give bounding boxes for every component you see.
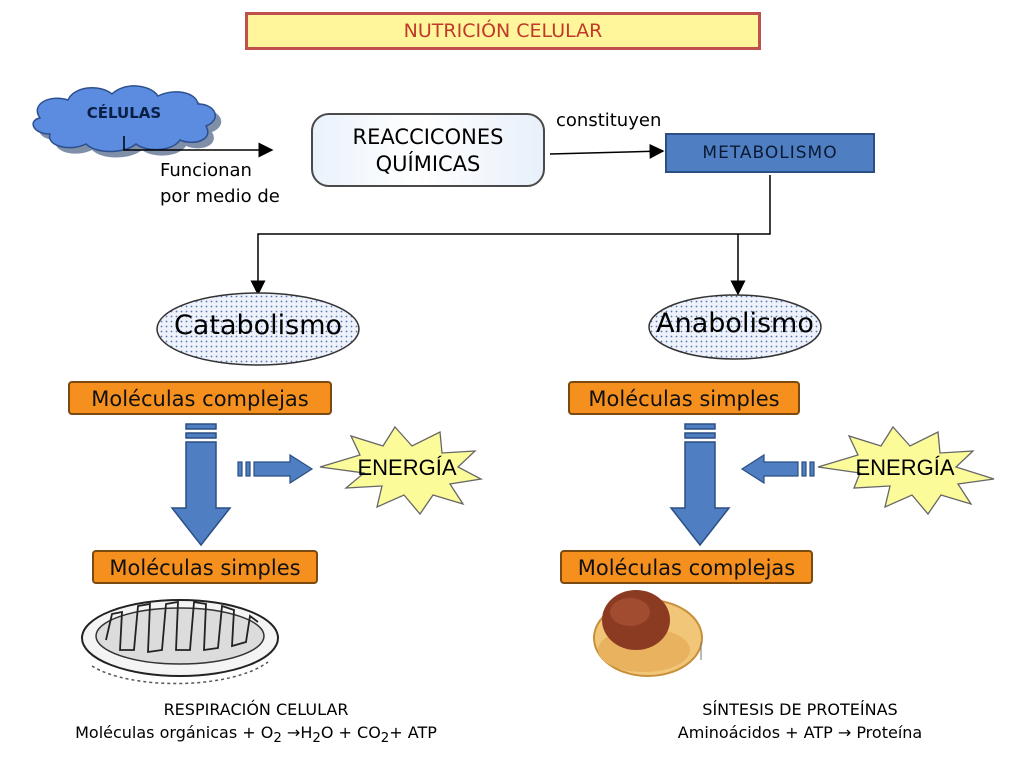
catabolism-input-box: Moléculas complejas xyxy=(68,381,332,415)
reactions-to-metabolism-arrow xyxy=(549,143,665,159)
function-label-line-1: Funcionan xyxy=(160,160,252,181)
reactions-label-line-1: REACCICONES xyxy=(352,125,504,149)
function-label: Funcionan por medio de xyxy=(160,158,280,210)
catabolism-caption: RESPIRACIÓN CELULAR Moléculas orgánicas … xyxy=(0,698,512,750)
respiration-equation: Moléculas orgánicas + O2 →H2O + CO2+ ATP xyxy=(75,723,437,747)
anabolism-input-box: Moléculas simples xyxy=(568,381,800,415)
anabolism-ellipse xyxy=(648,294,822,360)
catabolism-energy-arrow xyxy=(237,453,314,485)
function-label-line-2: por medio de xyxy=(160,186,280,207)
reactions-label-line-2: QUÍMICAS xyxy=(375,152,481,176)
constitute-label: constituyen xyxy=(556,110,662,131)
anabolism-title: Anabolismo xyxy=(656,308,814,339)
anabolism-energy-label: ENERGÍA xyxy=(855,455,955,480)
anabolism-down-arrow xyxy=(669,423,731,547)
catabolism-down-arrow xyxy=(170,423,232,547)
catabolism-ellipse xyxy=(156,292,360,366)
page-title: NUTRICIÓN CELULAR xyxy=(245,12,761,50)
protein-synthesis-title: SÍNTESIS DE PROTEÍNAS xyxy=(702,700,898,719)
reactions-box: REACCICONES QUÍMICAS xyxy=(311,113,545,187)
respiration-title: RESPIRACIÓN CELULAR xyxy=(163,700,349,719)
metabolism-box: METABOLISMO xyxy=(665,133,875,173)
cells-cloud-shape xyxy=(32,85,222,158)
cell-nucleus-illustration xyxy=(593,590,703,677)
catabolism-energy-star-shape xyxy=(319,425,484,516)
anabolism-energy-arrow xyxy=(740,453,815,485)
protein-synthesis-equation: Aminoácidos + ATP → Proteína xyxy=(677,723,923,742)
catabolism-output-box: Moléculas simples xyxy=(92,550,318,584)
anabolism-energy-star-shape xyxy=(817,425,995,516)
catabolism-title: Catabolismo xyxy=(173,310,343,341)
metabolism-branch-connector xyxy=(250,175,771,296)
anabolism-caption: SÍNTESIS DE PROTEÍNAS Aminoácidos + ATP … xyxy=(600,698,1000,744)
cells-to-reactions-connector xyxy=(123,136,274,158)
cells-label: CÉLULAS xyxy=(86,104,162,122)
catabolism-energy-label: ENERGÍA xyxy=(357,455,457,480)
anabolism-output-box: Moléculas complejas xyxy=(560,550,813,584)
mitochondrion-illustration xyxy=(81,599,279,685)
